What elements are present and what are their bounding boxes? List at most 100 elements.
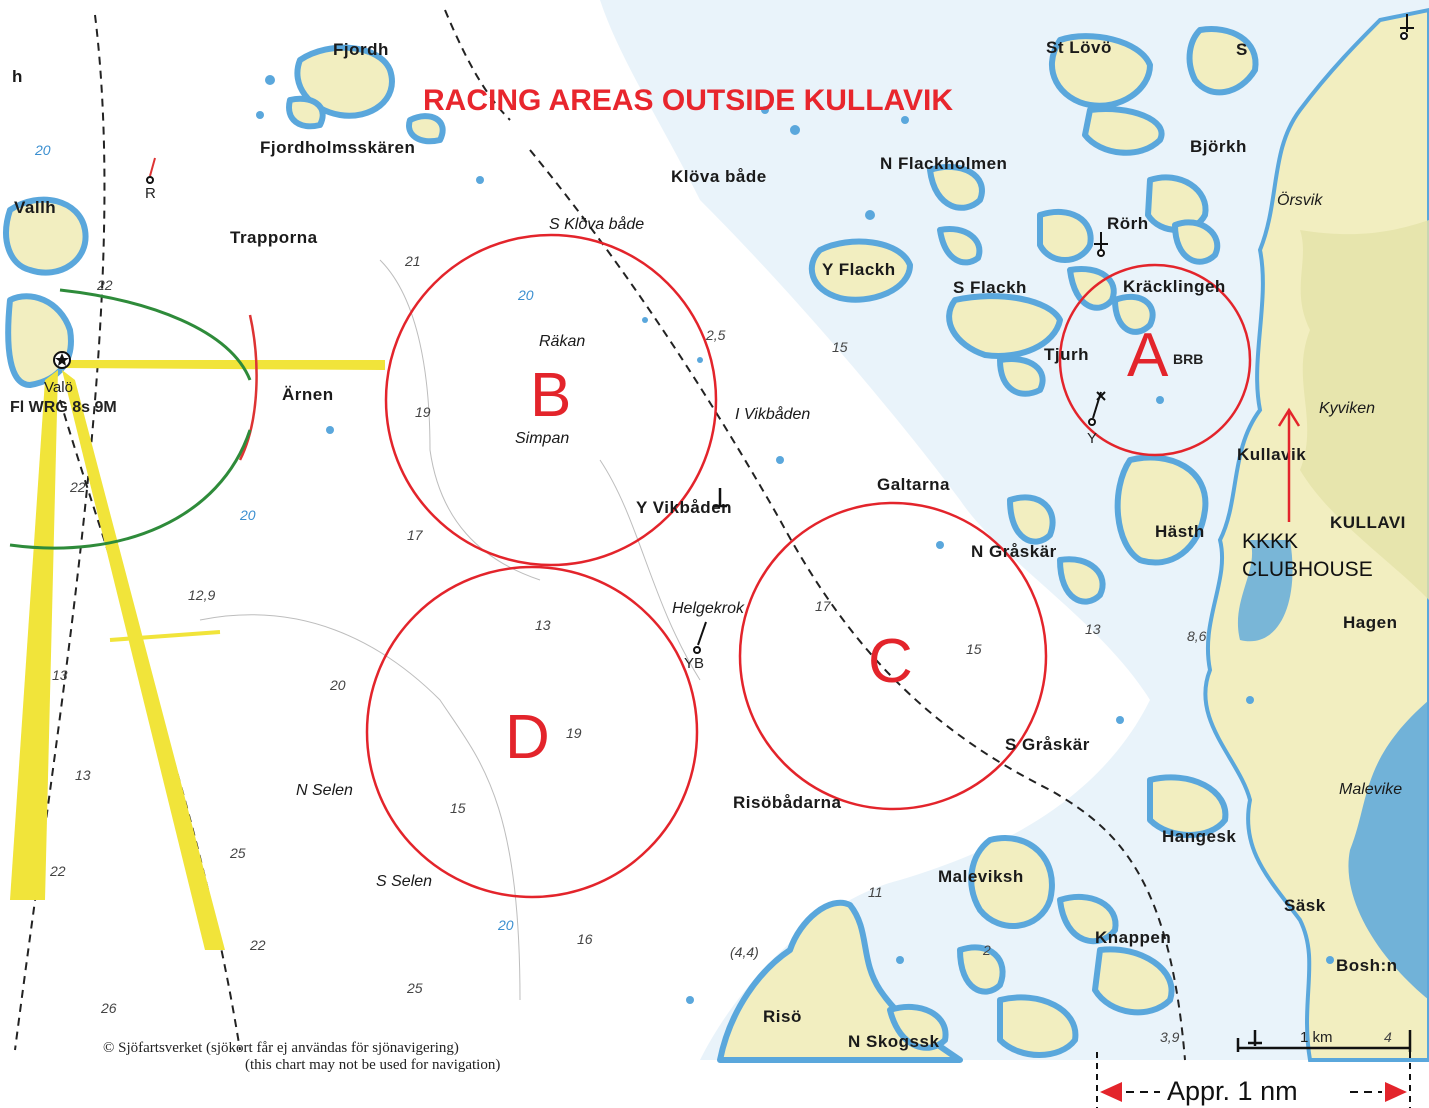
label-sask: Säsk xyxy=(1284,896,1326,915)
place-labels: Fjordh Fjordholmsskären h Vallh Trapporn… xyxy=(12,38,1406,1051)
copyright-line1: © Sjöfartsverket (sjökort får ej använda… xyxy=(103,1040,459,1056)
label-fjordh: Fjordh xyxy=(333,40,389,59)
label-s: S xyxy=(1236,40,1248,59)
label-klova-bade: Klöva både xyxy=(671,167,767,186)
lighthouse-star-icon xyxy=(53,351,71,369)
depth-sounding: 2,5 xyxy=(705,327,726,343)
buoy-icon xyxy=(1400,14,1414,40)
depth-sounding: 13 xyxy=(535,617,551,633)
mark-yb: YB xyxy=(684,655,704,672)
depth-sounding: 22 xyxy=(96,277,113,293)
buoy-icon xyxy=(713,488,727,508)
label-kyviken: Kyviken xyxy=(1319,400,1375,417)
depth-sounding: 8,6 xyxy=(1187,628,1207,644)
depth-sounding: 22 xyxy=(49,863,66,879)
shoals xyxy=(256,75,1334,1004)
buoy-icon xyxy=(1094,232,1108,257)
depth-sounding: 19 xyxy=(415,404,431,420)
label-h: h xyxy=(12,67,23,86)
red-arrow-icon xyxy=(1277,407,1301,522)
italic-labels: S Klöva både Räkan Simpan I Vikbåden Hel… xyxy=(296,191,1402,890)
nm-indicator xyxy=(1096,1052,1411,1108)
buoy-icon xyxy=(146,157,156,184)
label-maleviksh: Maleviksh xyxy=(938,867,1024,886)
racing-area-c-circle xyxy=(738,501,1048,811)
racing-area-b-circle xyxy=(384,233,718,567)
label-i-vikbaden: I Vikbåden xyxy=(735,405,810,423)
depth-sounding: 12,9 xyxy=(188,587,215,603)
depth-sounding: 20 xyxy=(329,677,346,693)
label-s-flackh: S Flackh xyxy=(953,278,1027,297)
depth-sounding: 20 xyxy=(497,917,514,933)
depth-sounding: 2 xyxy=(982,942,991,958)
depth-sounding: 15 xyxy=(966,641,982,657)
label-kracklingeh: Kräcklingeh xyxy=(1123,277,1226,296)
label-riso: Risö xyxy=(763,1007,802,1026)
depth-sounding: 19 xyxy=(566,725,582,741)
depth-sounding: 25 xyxy=(229,845,246,861)
racing-area-a-label: A xyxy=(1127,321,1169,390)
depth-sounding: 20 xyxy=(517,287,534,303)
depth-sounding: 13 xyxy=(75,767,91,783)
label-y-vikbaden: Y Vikbåden xyxy=(636,498,732,517)
depth-sounding: 11 xyxy=(868,884,883,900)
light-characteristic: Fl WRG 8s 9M xyxy=(10,399,117,416)
depth-sounding: 21 xyxy=(404,253,421,269)
depth-soundings: 20 22 21 20 2,5 15 19 17 22 20 12,9 13 1… xyxy=(34,142,1392,1045)
depth-sounding: 15 xyxy=(450,800,466,816)
label-kullavi: KULLAVI xyxy=(1330,513,1406,532)
islands xyxy=(3,26,1259,1063)
label-risobadarna: Risöbådarna xyxy=(733,793,842,812)
label-arnen: Ärnen xyxy=(282,385,334,404)
racing-areas xyxy=(365,233,1252,899)
racing-area-c-label: C xyxy=(868,627,913,696)
depth-sounding: 20 xyxy=(239,507,256,523)
label-vallh: Vallh xyxy=(14,198,56,217)
label-hasth: Hästh xyxy=(1155,522,1205,541)
label-y-flackh: Y Flackh xyxy=(822,260,896,279)
nm-label: Appr. 1 nm xyxy=(1167,1076,1298,1106)
label-maleviken: Malevike xyxy=(1339,781,1402,798)
mark-brb: BRB xyxy=(1173,351,1203,367)
depth-sounding: 25 xyxy=(406,980,423,996)
label-fjordholmsskaren: Fjordholmsskären xyxy=(260,138,415,157)
racing-area-b-label: B xyxy=(530,361,571,430)
copyright-line2: (this chart may not be used for navigati… xyxy=(245,1057,500,1073)
depth-sounding: 17 xyxy=(815,598,832,614)
racing-area-d-circle xyxy=(365,565,699,899)
label-rorh: Rörh xyxy=(1107,214,1149,233)
navigation-marks: BRB Y YB R Valö Fl WRG 8s 9M xyxy=(10,14,1414,672)
depth-sounding: 20 xyxy=(34,142,51,158)
scale-bar xyxy=(1236,1030,1412,1052)
label-orsvik: Örsvik xyxy=(1277,191,1323,209)
buoy-icon xyxy=(693,621,707,654)
depth-sounding: 22 xyxy=(69,479,86,495)
clubhouse-label-line1: KKKK xyxy=(1242,530,1298,553)
depth-sounding: 26 xyxy=(100,1000,117,1016)
label-s-klova-bade: S Klöva både xyxy=(549,215,644,233)
depth-sounding: 4 xyxy=(1384,1029,1392,1045)
label-hangesk: Hangesk xyxy=(1162,827,1236,846)
label-tjurh: Tjurh xyxy=(1044,345,1089,364)
racing-area-a-circle xyxy=(1058,263,1252,457)
depth-sounding: 15 xyxy=(832,339,848,355)
label-hagen: Hagen xyxy=(1343,613,1397,632)
label-trapporna: Trapporna xyxy=(230,228,318,247)
depth-sounding: 16 xyxy=(577,931,593,947)
label-bosh-n: Bosh:n xyxy=(1336,956,1398,975)
label-n-graskar: N Gråskär xyxy=(971,542,1057,561)
label-rakan: Räkan xyxy=(539,333,585,350)
mark-y: Y xyxy=(1087,430,1097,447)
depth-sounding: 3,9 xyxy=(1160,1029,1180,1045)
label-st-lovo: St Lövö xyxy=(1046,38,1112,57)
depth-sounding: 13 xyxy=(52,667,68,683)
label-helgekrok: Helgekrok xyxy=(672,600,745,617)
depth-sounding: 22 xyxy=(249,937,266,953)
clubhouse-label-line2: CLUBHOUSE xyxy=(1242,558,1373,581)
label-n-skogssk: N Skogssk xyxy=(848,1032,939,1051)
label-kullavik: Kullavik xyxy=(1237,445,1306,464)
label-s-selen: S Selen xyxy=(376,873,432,890)
buoy-icon xyxy=(1088,391,1106,426)
label-s-graskar: S Gråskär xyxy=(1005,735,1090,754)
